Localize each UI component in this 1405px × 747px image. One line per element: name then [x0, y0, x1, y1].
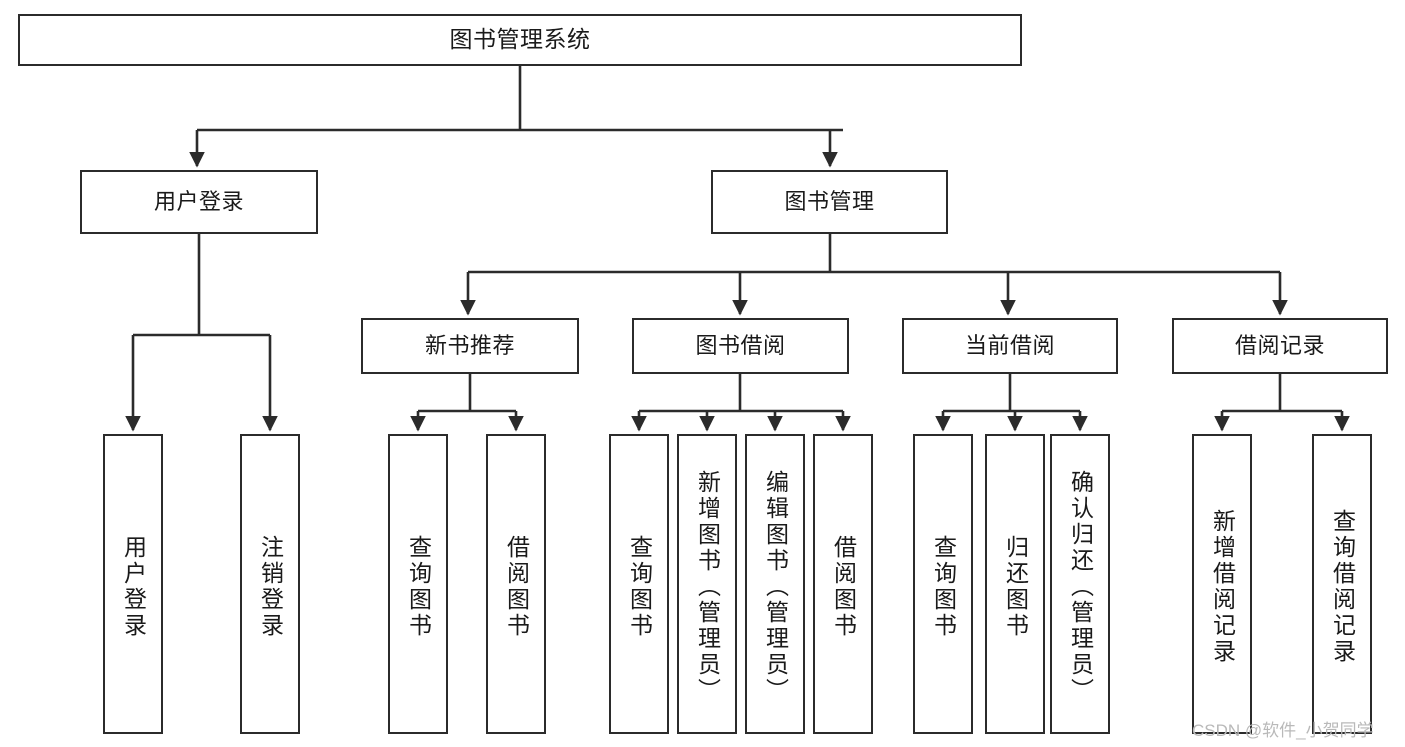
node-current-borrow[interactable]: 当前借阅 — [902, 318, 1118, 374]
node-book-borrow-label: 图书借阅 — [695, 332, 786, 358]
csdn-watermark: CSDN @软件_小贺同学 — [1192, 721, 1374, 740]
node-leaf-query-book-2-label: 查询图书 — [626, 535, 653, 639]
node-borrow-record-label: 借阅记录 — [1234, 332, 1325, 358]
node-leaf-borrow-book-1-label: 借阅图书 — [503, 535, 530, 639]
node-leaf-query-book-3-label: 查询图书 — [930, 535, 957, 639]
node-root[interactable]: 图书管理系统 — [18, 14, 1022, 66]
node-book-borrow[interactable]: 图书借阅 — [632, 318, 849, 374]
node-new-book-recommend[interactable]: 新书推荐 — [361, 318, 579, 374]
node-leaf-query-book-1[interactable]: 查询图书 — [388, 434, 448, 734]
node-leaf-add-record-label: 新增借阅记录 — [1209, 509, 1236, 665]
node-leaf-borrow-book-2[interactable]: 借阅图书 — [813, 434, 873, 734]
node-leaf-logout-label: 注销登录 — [257, 535, 284, 639]
node-borrow-record[interactable]: 借阅记录 — [1172, 318, 1388, 374]
node-leaf-query-book-3[interactable]: 查询图书 — [913, 434, 973, 734]
node-user-login[interactable]: 用户登录 — [80, 170, 318, 234]
node-leaf-confirm-return-label: 确认归还（管理员） — [1067, 470, 1094, 704]
node-leaf-query-record-label: 查询借阅记录 — [1329, 509, 1356, 665]
node-leaf-add-book[interactable]: 新增图书（管理员） — [677, 434, 737, 734]
node-leaf-add-book-label: 新增图书（管理员） — [694, 470, 721, 704]
node-leaf-confirm-return[interactable]: 确认归还（管理员） — [1050, 434, 1110, 734]
node-leaf-edit-book[interactable]: 编辑图书（管理员） — [745, 434, 805, 734]
node-leaf-return-book[interactable]: 归还图书 — [985, 434, 1045, 734]
node-leaf-return-book-label: 归还图书 — [1002, 535, 1029, 639]
node-leaf-logout[interactable]: 注销登录 — [240, 434, 300, 734]
node-leaf-borrow-book-2-label: 借阅图书 — [830, 535, 857, 639]
node-user-login-label: 用户登录 — [153, 188, 244, 214]
node-leaf-query-book-2[interactable]: 查询图书 — [609, 434, 669, 734]
node-root-label: 图书管理系统 — [449, 26, 591, 53]
node-current-borrow-label: 当前借阅 — [964, 332, 1055, 358]
node-leaf-query-record[interactable]: 查询借阅记录 — [1312, 434, 1372, 734]
node-leaf-query-book-1-label: 查询图书 — [405, 535, 432, 639]
node-book-manage[interactable]: 图书管理 — [711, 170, 948, 234]
node-leaf-user-login-label: 用户登录 — [120, 535, 147, 639]
node-leaf-edit-book-label: 编辑图书（管理员） — [762, 470, 789, 704]
node-leaf-user-login[interactable]: 用户登录 — [103, 434, 163, 734]
node-leaf-borrow-book-1[interactable]: 借阅图书 — [486, 434, 546, 734]
node-leaf-add-record[interactable]: 新增借阅记录 — [1192, 434, 1252, 734]
node-book-manage-label: 图书管理 — [784, 188, 875, 214]
node-new-book-recommend-label: 新书推荐 — [424, 332, 515, 358]
